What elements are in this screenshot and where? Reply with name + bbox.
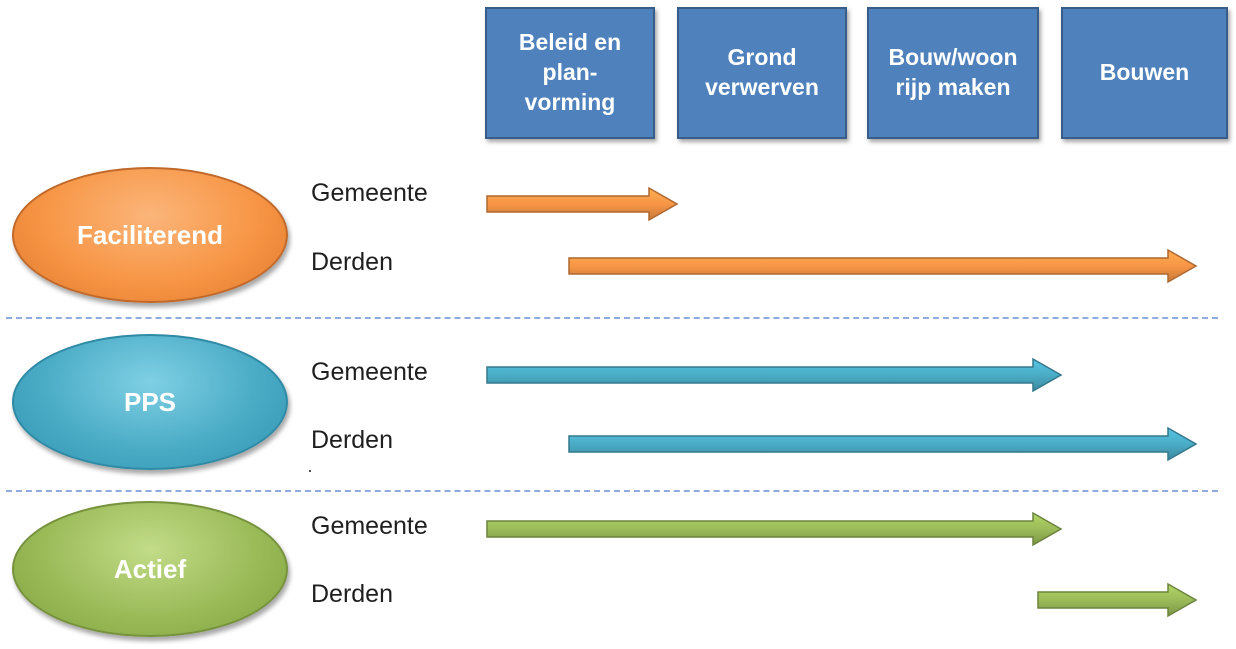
- arrow-faciliterend-derden: [568, 248, 1198, 284]
- phase-box-beleid-en-planvorming: Beleid en plan- vorming: [485, 7, 655, 139]
- phase-box-bouwen: Bouwen: [1061, 7, 1228, 139]
- model-ellipse-faciliterend: Faciliterend: [12, 167, 288, 303]
- phase-box-grond-verwerven: Grond verwerven: [677, 7, 847, 139]
- model-ellipse-actief: Actief: [12, 501, 288, 637]
- arrow-actief-gemeente: [486, 511, 1063, 547]
- row-label-faciliterend-derden: Derden: [311, 248, 393, 276]
- row-label-pps-gemeente: Gemeente: [311, 358, 428, 386]
- arrow-faciliterend-gemeente: [486, 186, 679, 222]
- row-label-actief-gemeente: Gemeente: [311, 512, 428, 540]
- section-divider: [6, 317, 1218, 319]
- arrow-actief-derden: [1037, 582, 1198, 618]
- row-label-faciliterend-gemeente: Gemeente: [311, 179, 428, 207]
- stray-dot: [309, 470, 311, 472]
- row-label-pps-derden: Derden: [311, 426, 393, 454]
- model-ellipse-pps: PPS: [12, 334, 288, 470]
- arrow-pps-derden: [568, 426, 1198, 462]
- section-divider: [6, 490, 1218, 492]
- arrow-pps-gemeente: [486, 357, 1063, 393]
- phase-box-bouw-woonrijp-maken: Bouw/woon rijp maken: [867, 7, 1039, 139]
- row-label-actief-derden: Derden: [311, 580, 393, 608]
